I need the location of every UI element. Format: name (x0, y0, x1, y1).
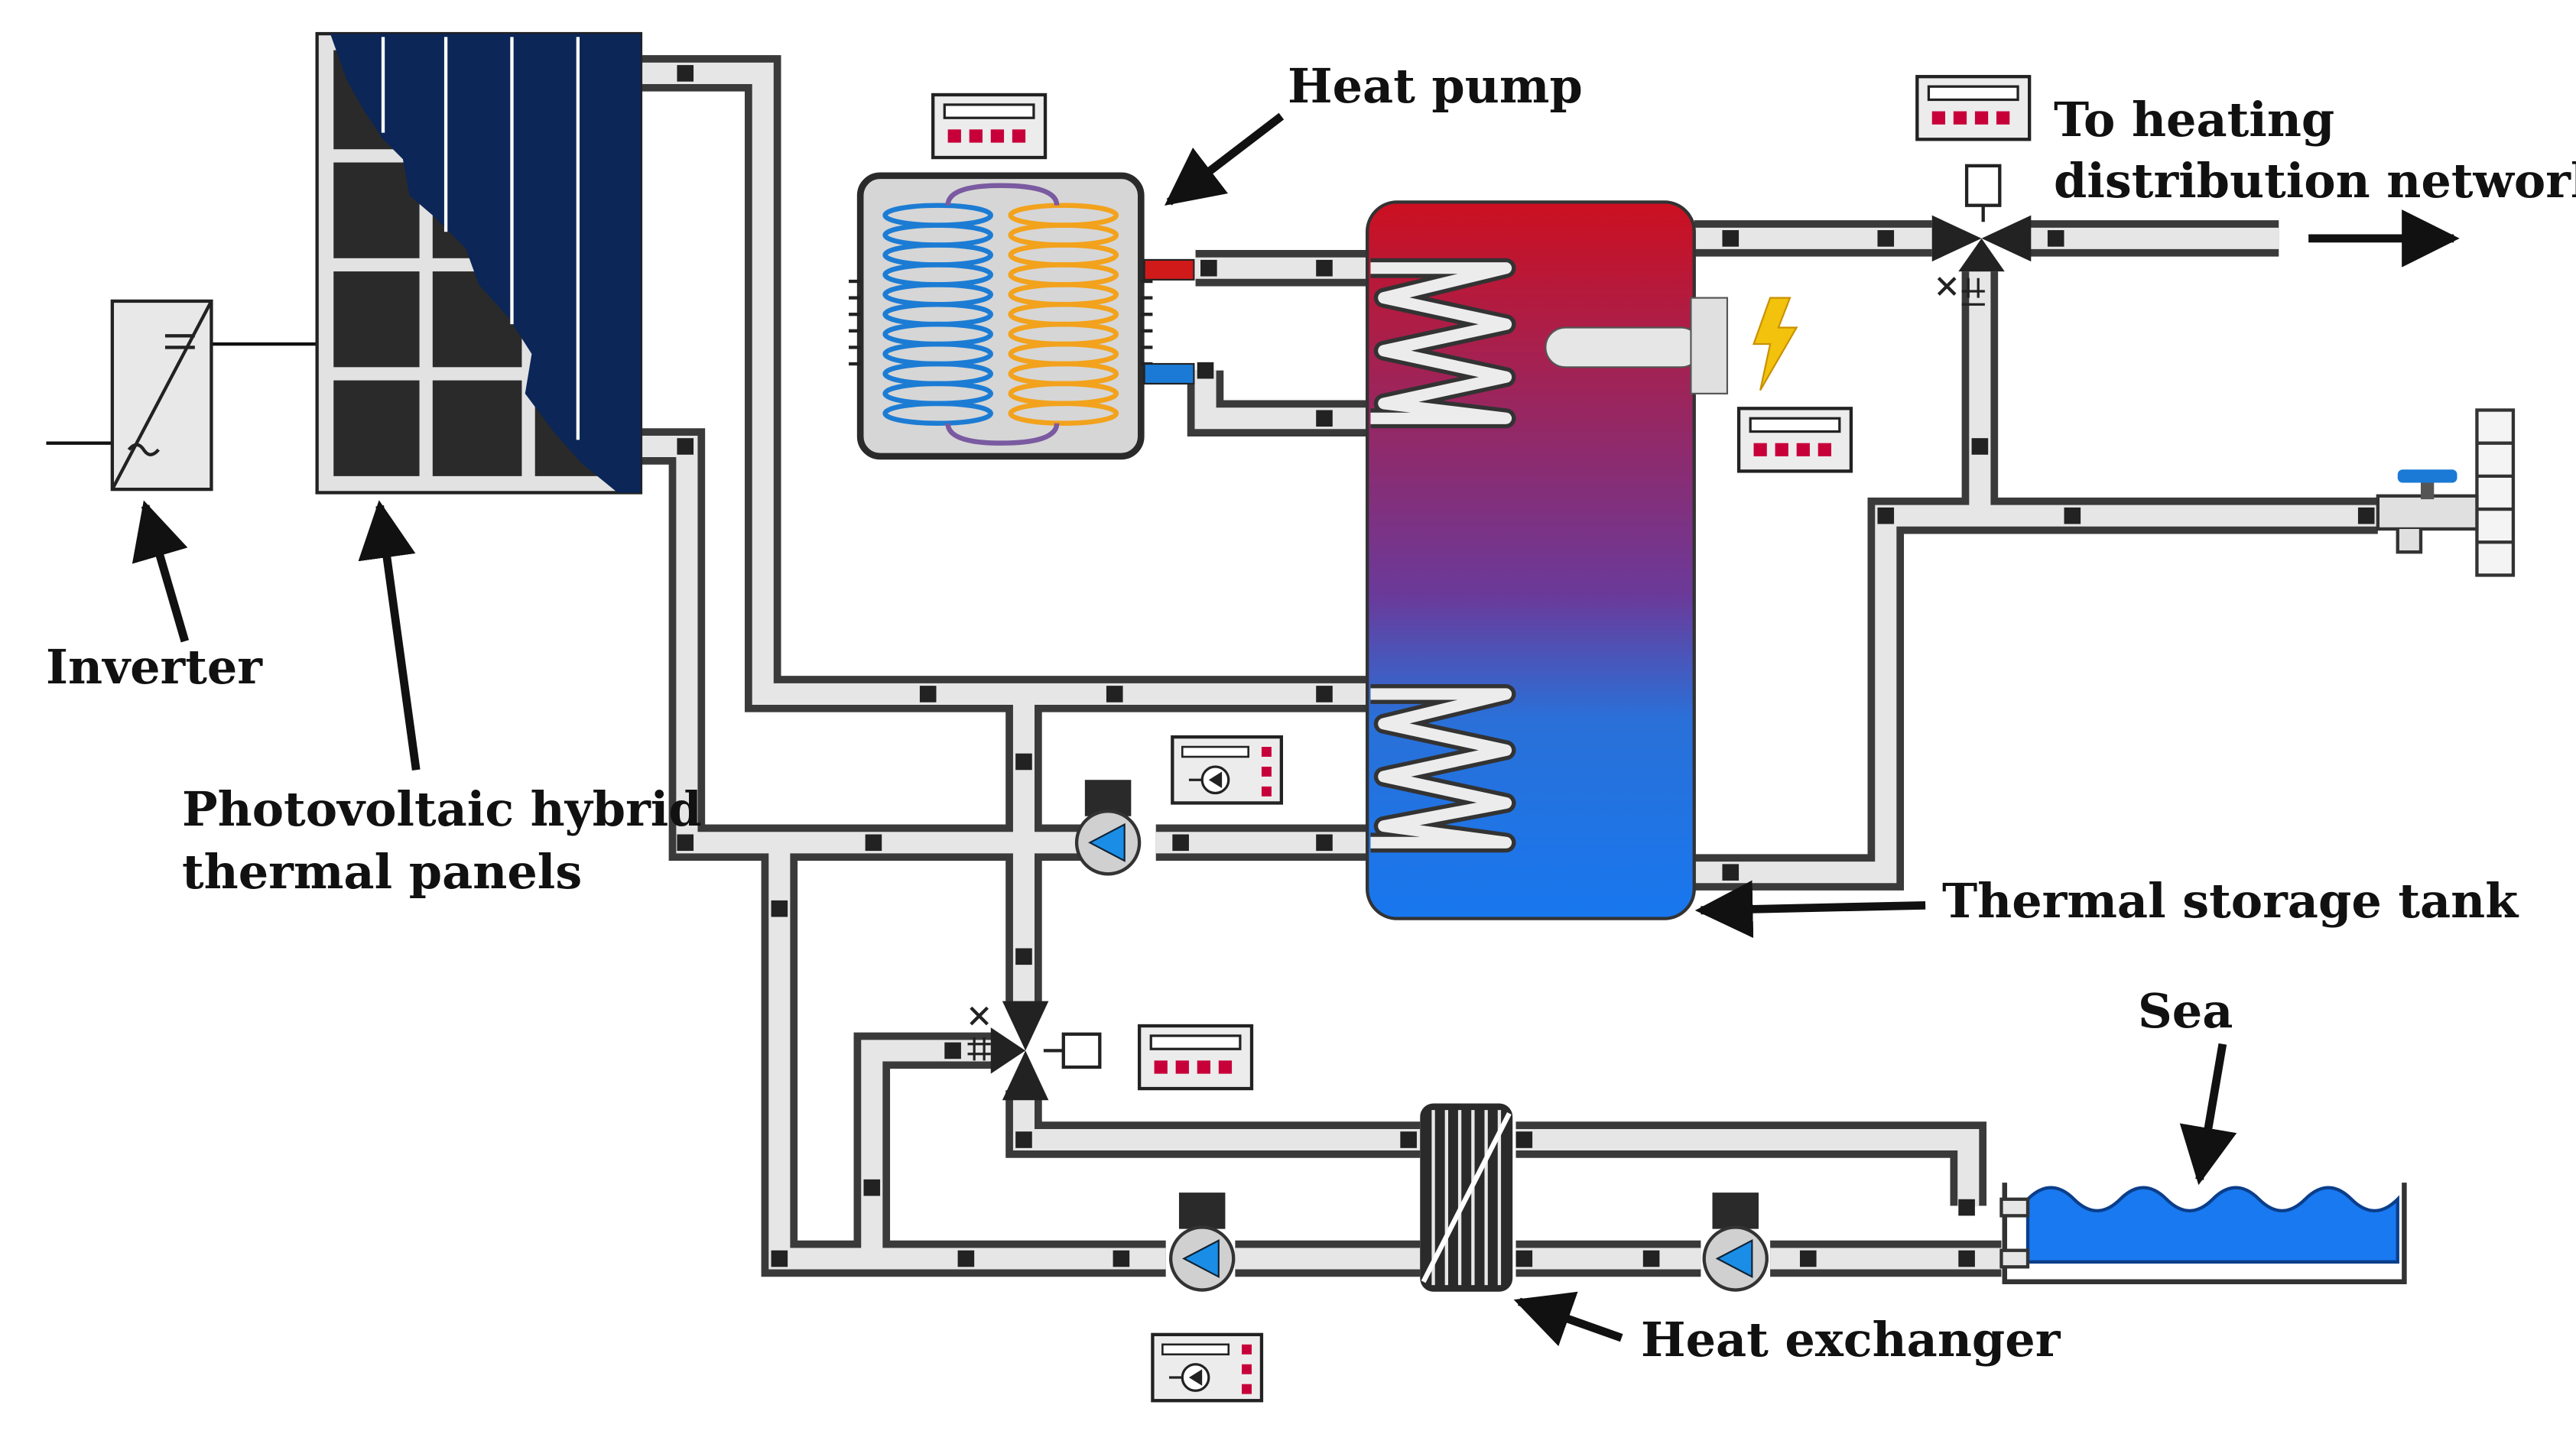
heat-pump-unit (849, 172, 1195, 460)
pump-controller-icon (1171, 735, 1284, 805)
label-heating-network-line1: To heating (2054, 92, 2335, 148)
thermal-storage-tank (1366, 200, 1729, 920)
controller-display-icon (931, 92, 1048, 160)
label-arrows (132, 112, 2460, 1347)
three-way-valve-icon (967, 1001, 1102, 1101)
inverter-icon (46, 299, 317, 492)
label-heat-exchanger: Heat exchanger (1641, 1312, 2061, 1368)
pv-thermal-panel (315, 31, 643, 495)
label-pv-panels-line2: thermal panels (182, 844, 583, 900)
sea-basin (1999, 1183, 2407, 1284)
label-heating-network-line2: distribution network (2054, 153, 2576, 209)
label-sea: Sea (2138, 983, 2233, 1039)
plate-heat-exchanger (1420, 1103, 1513, 1292)
three-way-valve-icon (1931, 164, 2032, 306)
pump-controller-icon (1151, 1332, 1264, 1403)
controller-display-icon (1137, 1024, 1254, 1091)
circulator-pump-icon (1169, 1192, 1236, 1292)
circulator-pump-icon (1074, 780, 1142, 876)
lightning-bolt-icon (1752, 297, 1798, 391)
pipe-network (640, 55, 2378, 1277)
label-inverter: Inverter (46, 639, 262, 695)
label-heat-pump: Heat pump (1288, 58, 1583, 114)
controller-display-icon (1736, 407, 1853, 473)
controller-display-icon (1915, 75, 2032, 141)
label-pv-panels-line1: Photovoltaic hybrid (182, 781, 702, 837)
circulator-pump-icon (1702, 1192, 1769, 1292)
label-storage-tank: Thermal storage tank (1942, 873, 2519, 929)
water-tap-icon (2376, 408, 2516, 577)
